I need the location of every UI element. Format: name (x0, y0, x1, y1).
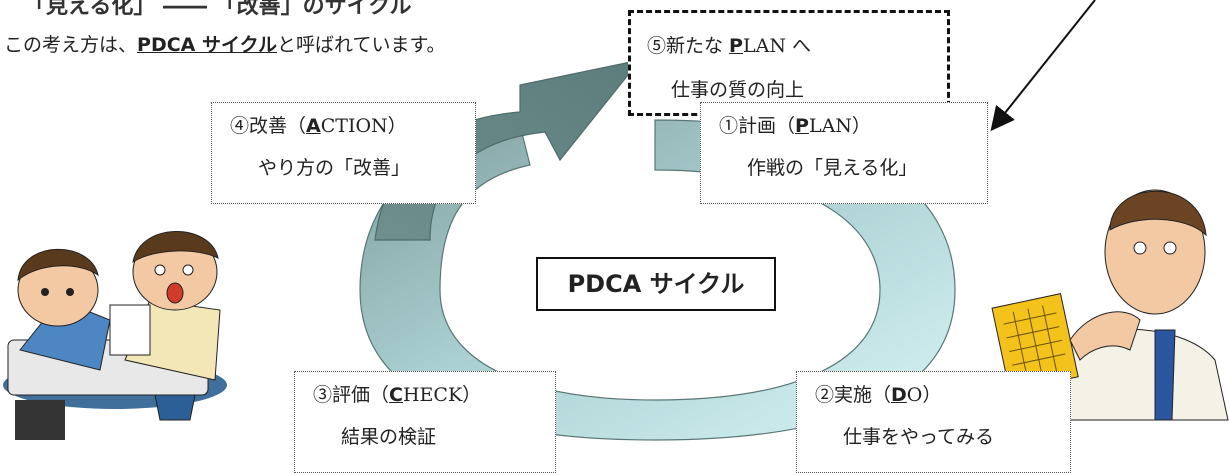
cycle-center-label: PDCA サイクル (536, 257, 776, 311)
step-key-letter: P (729, 35, 743, 57)
section-heading: 「見える化」 ―― 「改善」のサイクル (24, 0, 412, 19)
pointer-arrow (990, 0, 1096, 132)
intro-sentence: この考え方は、PDCA サイクルと呼ばれています。 (4, 30, 446, 57)
step-keyword-rest: LAN） (808, 115, 871, 137)
step-number: ③評価（ (313, 384, 390, 406)
step-title: ②実施（DO） (815, 386, 941, 405)
step-box-plan: ①計画（PLAN） 作戦の「見える化」 (700, 102, 988, 204)
step-title: ③評価（CHECK） (313, 386, 481, 405)
step-box-check: ③評価（CHECK） 結果の検証 (294, 371, 556, 473)
two-men-discussing-illustration (3, 231, 227, 440)
diagram-artwork (3, 0, 1229, 441)
step-box-do: ②実施（DO） 仕事をやってみる (796, 371, 1071, 473)
step-title: ①計画（PLAN） (719, 117, 871, 136)
step-title: ④改善（ACTION） (230, 117, 407, 136)
step-key-letter: P (795, 115, 809, 137)
step-number: ①計画（ (719, 115, 796, 137)
step-key-letter: C (389, 384, 403, 406)
step-box-new-plan: ⑤新たな PLAN へ 仕事の質の向上 (628, 10, 950, 116)
step-description: 結果の検証 (341, 426, 437, 448)
intro-suffix: と呼ばれています。 (277, 34, 446, 56)
step-keyword-rest: O） (906, 384, 942, 406)
step-key-letter: D (891, 384, 907, 406)
step-description: 作戦の「見える化」 (747, 157, 918, 179)
step-keyword-rest: CTION） (320, 115, 407, 137)
step-key-letter: A (306, 115, 321, 137)
step-number: ④改善（ (230, 115, 307, 137)
step-description: 仕事の質の向上 (671, 79, 805, 101)
step-number: ⑤新たな (647, 35, 730, 57)
step-description: 仕事をやってみる (843, 426, 995, 448)
step-title: ⑤新たな PLAN へ (647, 31, 811, 58)
step-number: ②実施（ (815, 384, 892, 406)
intro-prefix: この考え方は、 (4, 34, 138, 56)
step-description: やり方の「改善」 (258, 157, 411, 179)
step-keyword-rest: HECK） (402, 384, 482, 406)
pdca-term: PDCA サイクル (137, 34, 278, 56)
step-keyword-rest: LAN へ (742, 35, 811, 57)
man-with-calendar-illustration (991, 189, 1229, 421)
step-box-action: ④改善（ACTION） やり方の「改善」 (211, 102, 476, 204)
